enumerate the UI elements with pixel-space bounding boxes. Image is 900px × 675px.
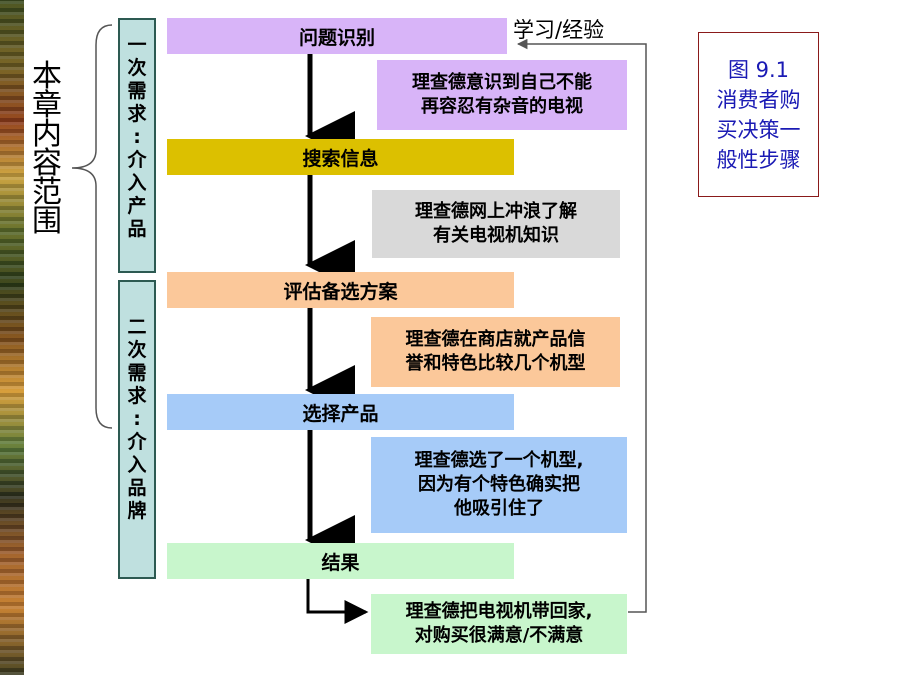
stage-evaluate-alternatives: 评估备选方案	[167, 272, 514, 308]
note-evaluate-alternatives: 理查德在商店就产品信 誉和特色比较几个机型	[371, 317, 620, 387]
phase-second-demand: 二 次 需 求 : 介 入 品 牌	[118, 280, 156, 579]
phase-char: 介	[127, 431, 147, 453]
phase-char: 需	[127, 80, 147, 102]
phase-char: 入	[127, 454, 147, 476]
phase-char: 需	[127, 362, 147, 384]
note-line: 理查德在商店就产品信	[405, 329, 586, 350]
phase-char: 求	[127, 385, 147, 407]
phase-char: 介	[127, 149, 147, 171]
phase-first-demand: 一 次 需 求 : 介 入 产 品	[118, 18, 156, 273]
note-line: 誉和特色比较几个机型	[405, 353, 586, 374]
note-line: 理查德网上冲浪了解	[415, 201, 577, 222]
decorative-side-image	[0, 0, 24, 675]
scope-brace	[71, 24, 113, 429]
stage-information-search: 搜索信息	[167, 139, 514, 175]
chapter-scope-char: 本	[32, 59, 62, 94]
phase-char: 品	[127, 218, 147, 240]
caption-line: 图 9.1	[727, 57, 790, 82]
chapter-scope-char: 内	[32, 117, 62, 152]
caption-line: 般性步骤	[716, 147, 801, 172]
chapter-scope-char: 容	[32, 146, 62, 181]
chapter-scope-title: 本 章 内 容 范 围	[30, 59, 64, 239]
stage-product-choice: 选择产品	[167, 394, 514, 430]
note-problem-recognition: 理查德意识到自己不能 再容忍有杂音的电视	[377, 60, 627, 130]
phase-char: 入	[127, 172, 147, 194]
phase-char: :	[133, 408, 141, 430]
stage-problem-recognition: 问题识别	[167, 18, 507, 54]
chapter-scope-char: 围	[32, 204, 62, 239]
note-line: 有关电视机知识	[433, 225, 559, 246]
result-arrow	[306, 578, 369, 624]
phase-char: 牌	[127, 500, 147, 522]
note-line: 对购买很满意/不满意	[414, 625, 584, 646]
stage-outcome: 结果	[167, 543, 514, 579]
note-line: 因为有个特色确实把	[418, 474, 580, 495]
note-line: 再容忍有杂音的电视	[421, 96, 583, 117]
note-outcome: 理查德把电视机带回家, 对购买很满意/不满意	[371, 594, 627, 654]
chapter-scope-char: 范	[32, 175, 62, 210]
chapter-scope-char: 章	[32, 88, 62, 123]
caption-line: 买决策一	[716, 117, 801, 142]
caption-line: 消费者购	[716, 87, 801, 112]
phase-char: 二	[127, 316, 147, 338]
note-information-search: 理查德网上冲浪了解 有关电视机知识	[372, 190, 620, 258]
note-line: 他吸引住了	[454, 498, 544, 519]
feedback-label: 学习/经验	[513, 18, 605, 42]
phase-char: 品	[127, 477, 147, 499]
feedback-loop	[516, 38, 647, 613]
phase-char: :	[133, 126, 141, 148]
phase-char: 求	[127, 103, 147, 125]
note-line: 理查德意识到自己不能	[412, 72, 592, 93]
note-product-choice: 理查德选了一个机型, 因为有个特色确实把 他吸引住了	[371, 437, 627, 533]
phase-char: 次	[127, 339, 147, 361]
note-line: 理查德把电视机带回家,	[405, 601, 593, 622]
phase-char: 产	[127, 195, 147, 217]
phase-char: 一	[127, 34, 147, 56]
phase-char: 次	[127, 57, 147, 79]
note-line: 理查德选了一个机型,	[414, 450, 584, 471]
figure-caption: 图 9.1 消费者购 买决策一 般性步骤	[698, 32, 819, 197]
